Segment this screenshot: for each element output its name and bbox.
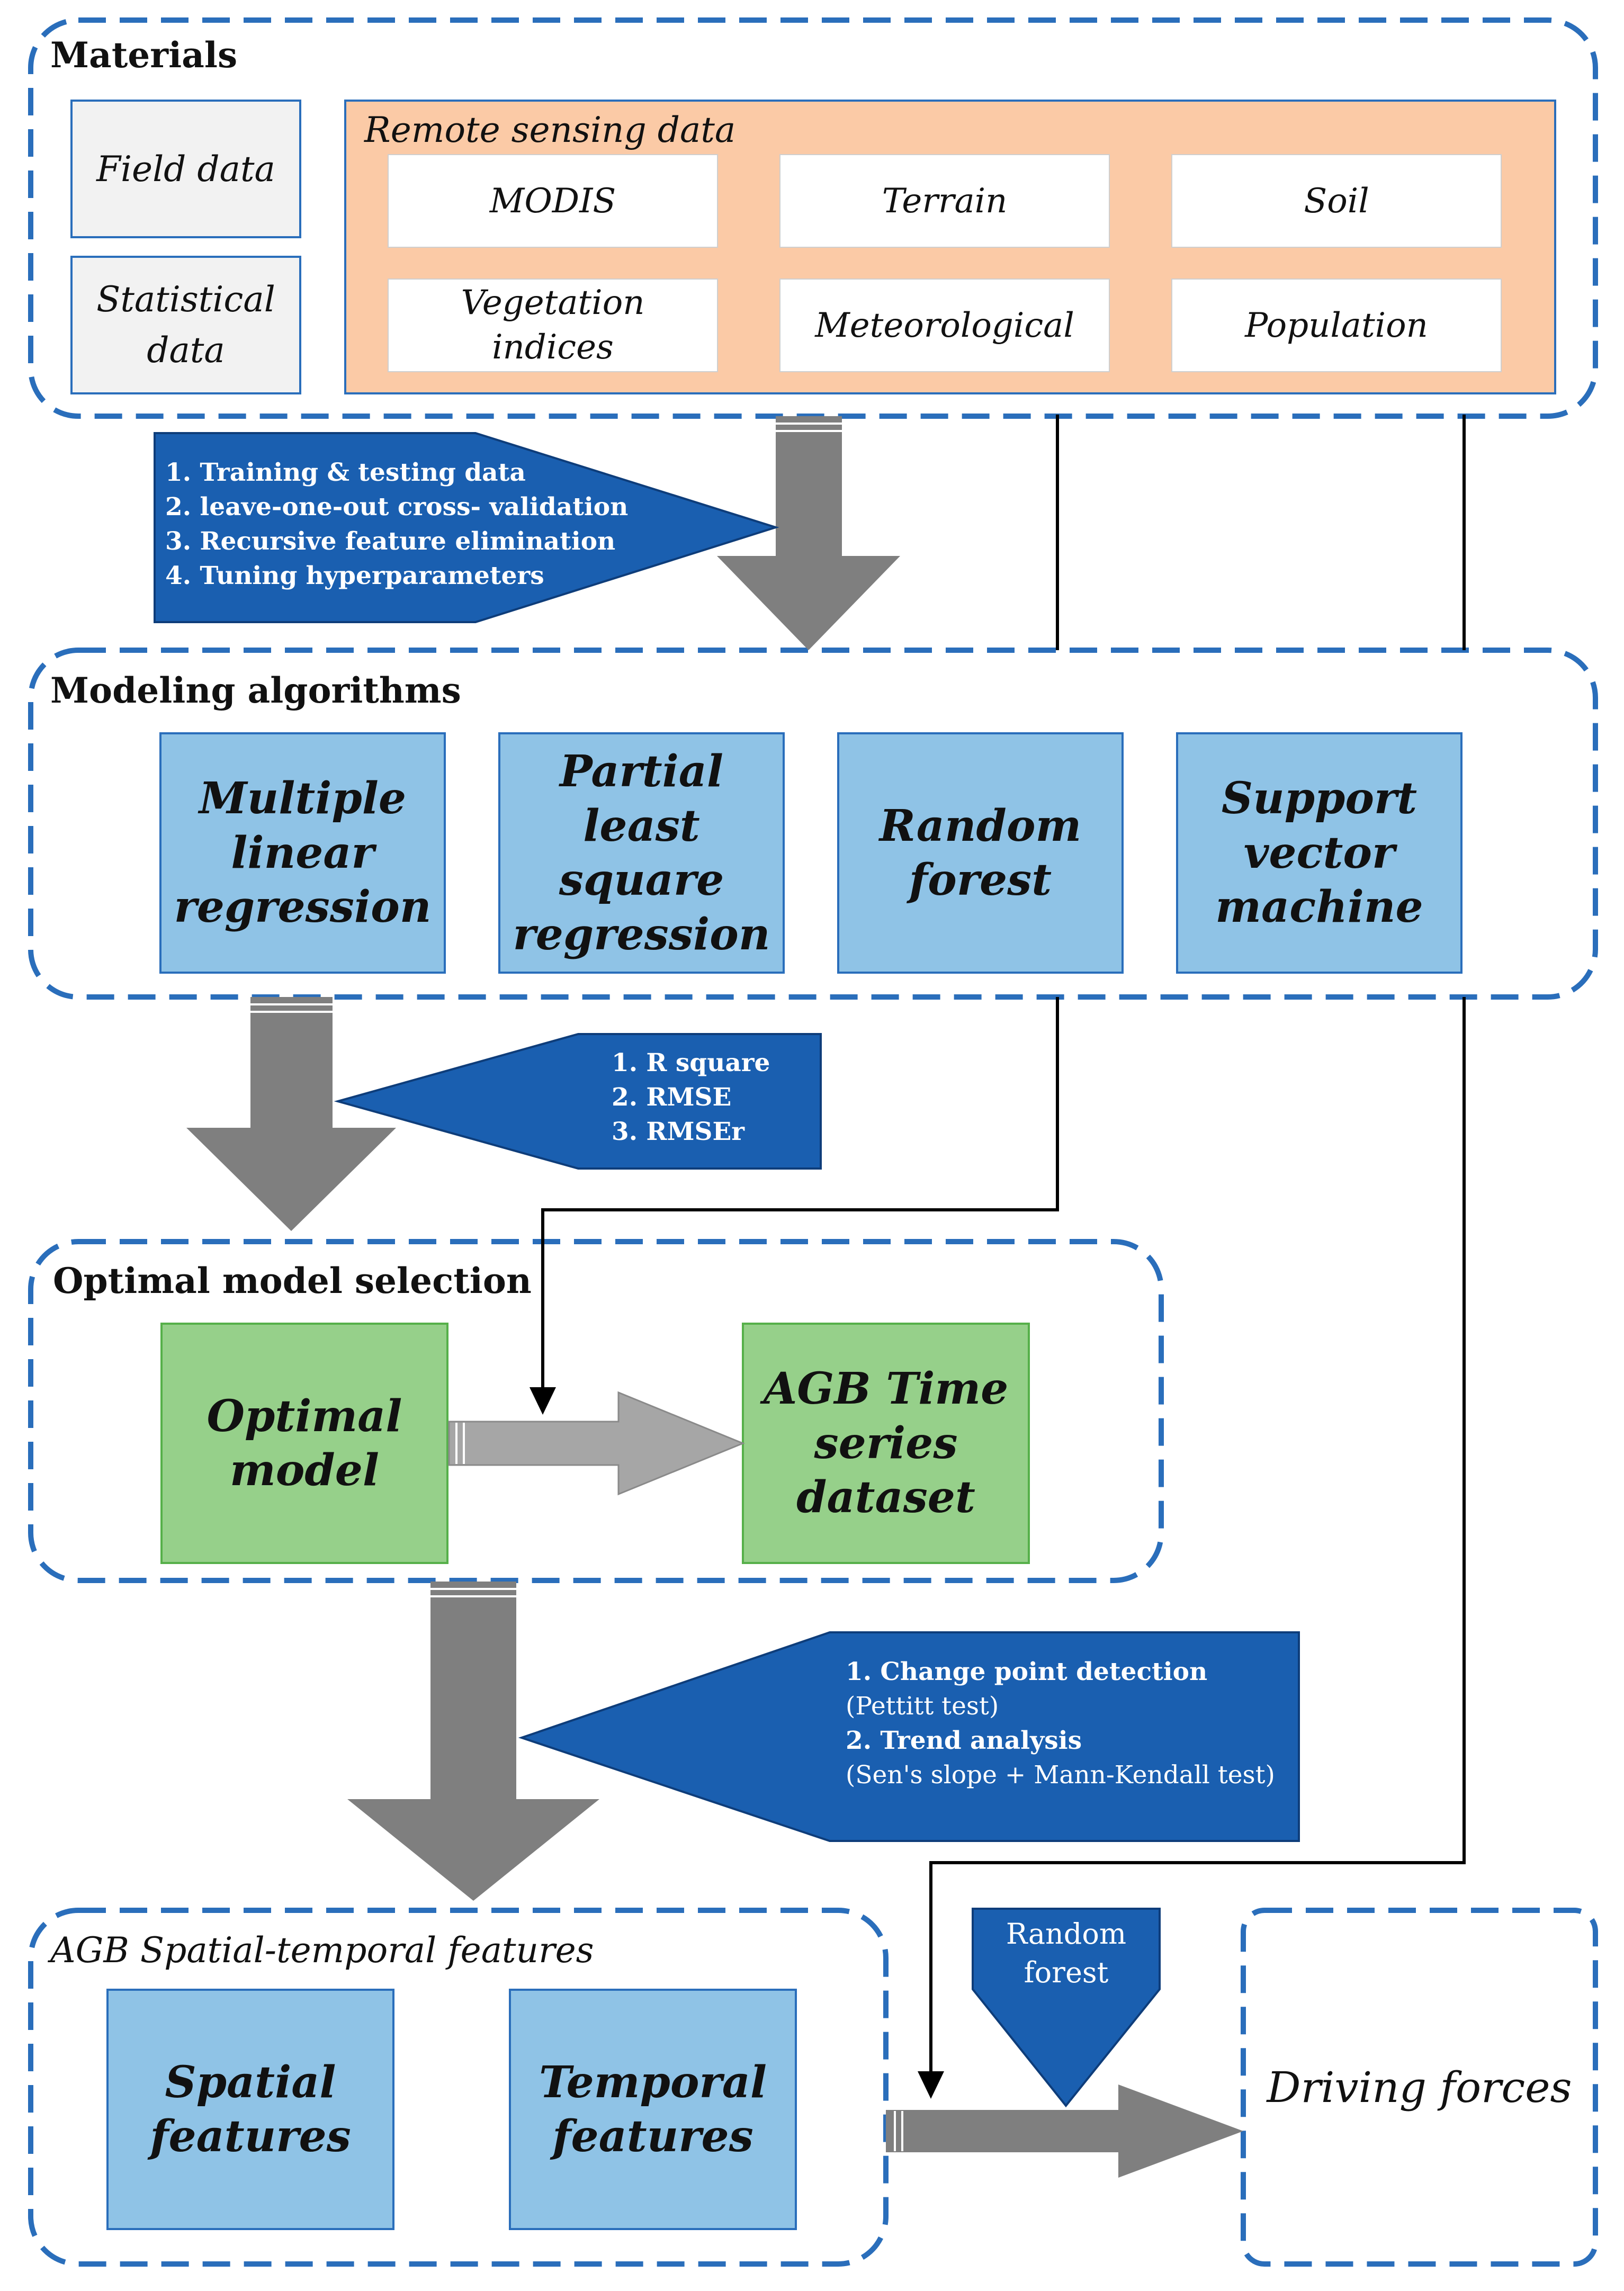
- driving-forces-label: Driving forces: [1267, 2062, 1572, 2112]
- statistical-data-label: Statistical data: [96, 279, 275, 371]
- field-data-box: [70, 100, 301, 238]
- flow-arrow-down: [347, 1582, 599, 1901]
- callout-metrics: [334, 1033, 822, 1170]
- callout-training-line: 4. Tuning hyperparameters: [165, 561, 544, 590]
- rs-item-modis: MODIS: [489, 181, 616, 221]
- algo-rf-label: Random forest: [879, 800, 1082, 906]
- rs-item-soil-box: [1171, 154, 1502, 248]
- flow-arrow-right: [448, 1391, 745, 1496]
- agb-dataset-label: AGB Time series dataset: [763, 1363, 1009, 1523]
- callout-random-forest: [972, 1908, 1161, 2108]
- statistical-data-box: [70, 256, 301, 394]
- callout-trend-line: (Sen's slope + Mann-Kendall test): [846, 1760, 1275, 1790]
- modeling-title: Modeling algorithms: [50, 670, 461, 711]
- connector-arrowhead: [918, 2071, 944, 2099]
- callout-trend: [518, 1631, 1300, 1842]
- optimal-model-box: [160, 1323, 448, 1564]
- flow-arrow-down: [717, 416, 900, 650]
- rs-item-vegetation-box: [388, 278, 718, 372]
- arrow-stripes: [430, 1588, 516, 1597]
- callout-trend-line: 2. Trend analysis: [846, 1726, 1082, 1755]
- rs-item-vegetation: Vegetation indices: [461, 283, 645, 367]
- algo-svm-box: [1176, 732, 1463, 974]
- rs-item-meteorological-box: [779, 278, 1110, 372]
- materials-title: Materials: [50, 34, 238, 76]
- algo-rf-box: [837, 732, 1124, 974]
- rs-item-terrain-box: [779, 154, 1110, 248]
- arrow-stripes: [250, 1003, 333, 1013]
- arrow-stripes: [894, 2111, 903, 2151]
- driving-forces-box: [1241, 1908, 1598, 2267]
- callout-trend-line: 1. Change point detection: [846, 1657, 1208, 1686]
- features-group: [28, 1908, 889, 2267]
- callout-trend-line: (Pettitt test): [846, 1692, 999, 1721]
- features-title: AGB Spatial-temporal features: [50, 1930, 594, 1971]
- temporal-features-box: [509, 1989, 797, 2230]
- rs-item-terrain: Terrain: [882, 181, 1008, 221]
- rs-item-population-box: [1171, 278, 1502, 372]
- callout-metrics-line: 3. RMSEr: [612, 1117, 745, 1146]
- arrow-stripes: [776, 423, 842, 432]
- connector-line: [929, 997, 1466, 2076]
- callout-trend-text: 1. Change point detection (Pettitt test)…: [846, 1655, 1275, 1792]
- callout-metrics-text: 1. R square 2. RMSE 3. RMSEr: [612, 1046, 770, 1149]
- flow-arrow-right: [886, 2085, 1243, 2178]
- spatial-features-box: [106, 1989, 394, 2230]
- flow-arrow-down: [186, 997, 396, 1231]
- callout-training-text: 1. Training & testing data 2. leave-one-…: [165, 455, 628, 593]
- rs-item-soil: Soil: [1304, 181, 1369, 221]
- connector-arrowhead: [530, 1387, 556, 1415]
- algo-plsr-label: Partial least square regression: [513, 746, 770, 960]
- temporal-features-label: Temporal features: [539, 2056, 767, 2162]
- spatial-features-label: Spatial features: [150, 2056, 351, 2162]
- callout-training-line: 3. Recursive feature elimination: [165, 527, 616, 556]
- algo-mlr-box: [159, 732, 446, 974]
- connector-line: [541, 997, 1059, 1392]
- random-forest-label: Random forest: [1006, 1917, 1127, 1989]
- callout-training: [154, 432, 779, 623]
- agb-dataset-box: [742, 1323, 1030, 1564]
- callout-metrics-line: 1. R square: [612, 1048, 770, 1077]
- rs-item-population: Population: [1245, 306, 1428, 345]
- callout-training-line: 2. leave-one-out cross- validation: [165, 492, 629, 522]
- optimal-title: Optimal model selection: [53, 1260, 532, 1301]
- optimal-group: [28, 1239, 1164, 1583]
- remote-sensing-title: Remote sensing data: [364, 109, 736, 150]
- optimal-model-label: Optimal model: [207, 1390, 402, 1496]
- rs-item-modis-box: [388, 154, 718, 248]
- field-data-label: Field data: [96, 148, 275, 190]
- callout-metrics-line: 2. RMSE: [612, 1083, 732, 1112]
- arrow-stripes: [455, 1423, 465, 1464]
- callout-training-line: 1. Training & testing data: [165, 458, 526, 487]
- modeling-group: [28, 648, 1598, 1000]
- algo-svm-label: Support vector machine: [1215, 773, 1423, 933]
- rs-item-meteorological: Meteorological: [815, 306, 1074, 345]
- algo-mlr-label: Multiple linear regression: [174, 773, 432, 933]
- algo-plsr-box: [498, 732, 785, 974]
